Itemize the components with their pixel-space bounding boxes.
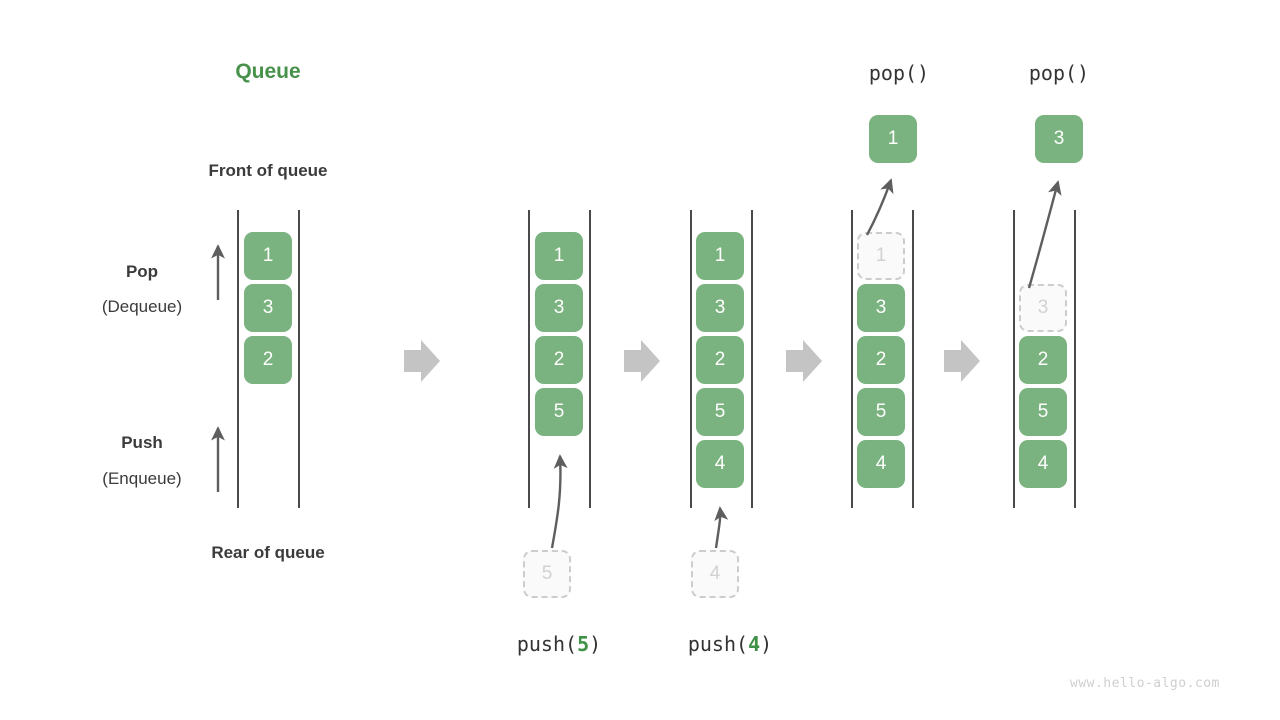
queue-cell: 4	[857, 440, 905, 488]
push-4-suffix: )	[760, 632, 773, 656]
queue-rail-right-col5	[1074, 210, 1076, 508]
enqueue-label: (Enqueue)	[102, 469, 182, 488]
queue-rail-left-col2	[528, 210, 530, 508]
popped-slot-ghost: 1	[857, 232, 905, 280]
queue-rail-left-col4	[851, 210, 853, 508]
push-label: Push	[121, 433, 163, 452]
push-5-arrow	[550, 454, 568, 549]
push-5-suffix: )	[589, 632, 602, 656]
queue-cell: 5	[696, 388, 744, 436]
queue-cell: 4	[1019, 440, 1067, 488]
push-5-prefix: push(	[516, 632, 578, 656]
queue-rail-right-col1	[298, 210, 300, 508]
incoming-element-ghost: 5	[523, 550, 571, 598]
push-4-prefix: push(	[687, 632, 749, 656]
queue-cell: 2	[857, 336, 905, 384]
dequeue-label: (Dequeue)	[101, 297, 183, 316]
queue-cell: 2	[696, 336, 744, 384]
queue-rail-right-col3	[751, 210, 753, 508]
pop-operation-label-1: pop()	[868, 61, 930, 85]
step-arrow-icon	[404, 340, 440, 382]
queue-rail-right-col2	[589, 210, 591, 508]
popped-slot-ghost: 3	[1019, 284, 1067, 332]
incoming-element-ghost: 4	[691, 550, 739, 598]
queue-cell: 1	[696, 232, 744, 280]
queue-cell: 3	[696, 284, 744, 332]
pop-1-arrow	[865, 178, 894, 236]
push-5-value: 5	[577, 632, 590, 656]
queue-rail-left-col5	[1013, 210, 1015, 508]
queue-cell: 2	[535, 336, 583, 384]
step-arrow-icon	[944, 340, 980, 382]
push-5-operation-label: push(5)	[517, 632, 601, 656]
queue-cell: 3	[535, 284, 583, 332]
queue-cell: 1	[244, 232, 292, 280]
popped-element: 1	[869, 115, 917, 163]
queue-cell: 4	[696, 440, 744, 488]
push-4-operation-label: push(4)	[688, 632, 772, 656]
rear-of-queue-label: Rear of queue	[211, 543, 325, 562]
queue-cell: 3	[244, 284, 292, 332]
push-4-arrow	[714, 506, 729, 549]
front-of-queue-label: Front of queue	[208, 161, 328, 180]
queue-rail-right-col4	[912, 210, 914, 508]
queue-cell: 3	[857, 284, 905, 332]
queue-cell: 5	[857, 388, 905, 436]
queue-rail-left-col3	[690, 210, 692, 508]
pop-label: Pop	[125, 262, 159, 281]
step-arrow-icon	[624, 340, 660, 382]
popped-element: 3	[1035, 115, 1083, 163]
queue-cell: 5	[535, 388, 583, 436]
watermark: www.hello-algo.com	[1070, 676, 1220, 691]
pop-3-arrow	[1027, 180, 1062, 289]
queue-cell: 5	[1019, 388, 1067, 436]
page-title: Queue	[235, 60, 301, 83]
queue-cell: 2	[244, 336, 292, 384]
push-4-value: 4	[748, 632, 761, 656]
queue-cell: 2	[1019, 336, 1067, 384]
queue-cell: 1	[535, 232, 583, 280]
pop-operation-label-2: pop()	[1028, 61, 1090, 85]
queue-rail-left-col1	[237, 210, 239, 508]
step-arrow-icon	[786, 340, 822, 382]
